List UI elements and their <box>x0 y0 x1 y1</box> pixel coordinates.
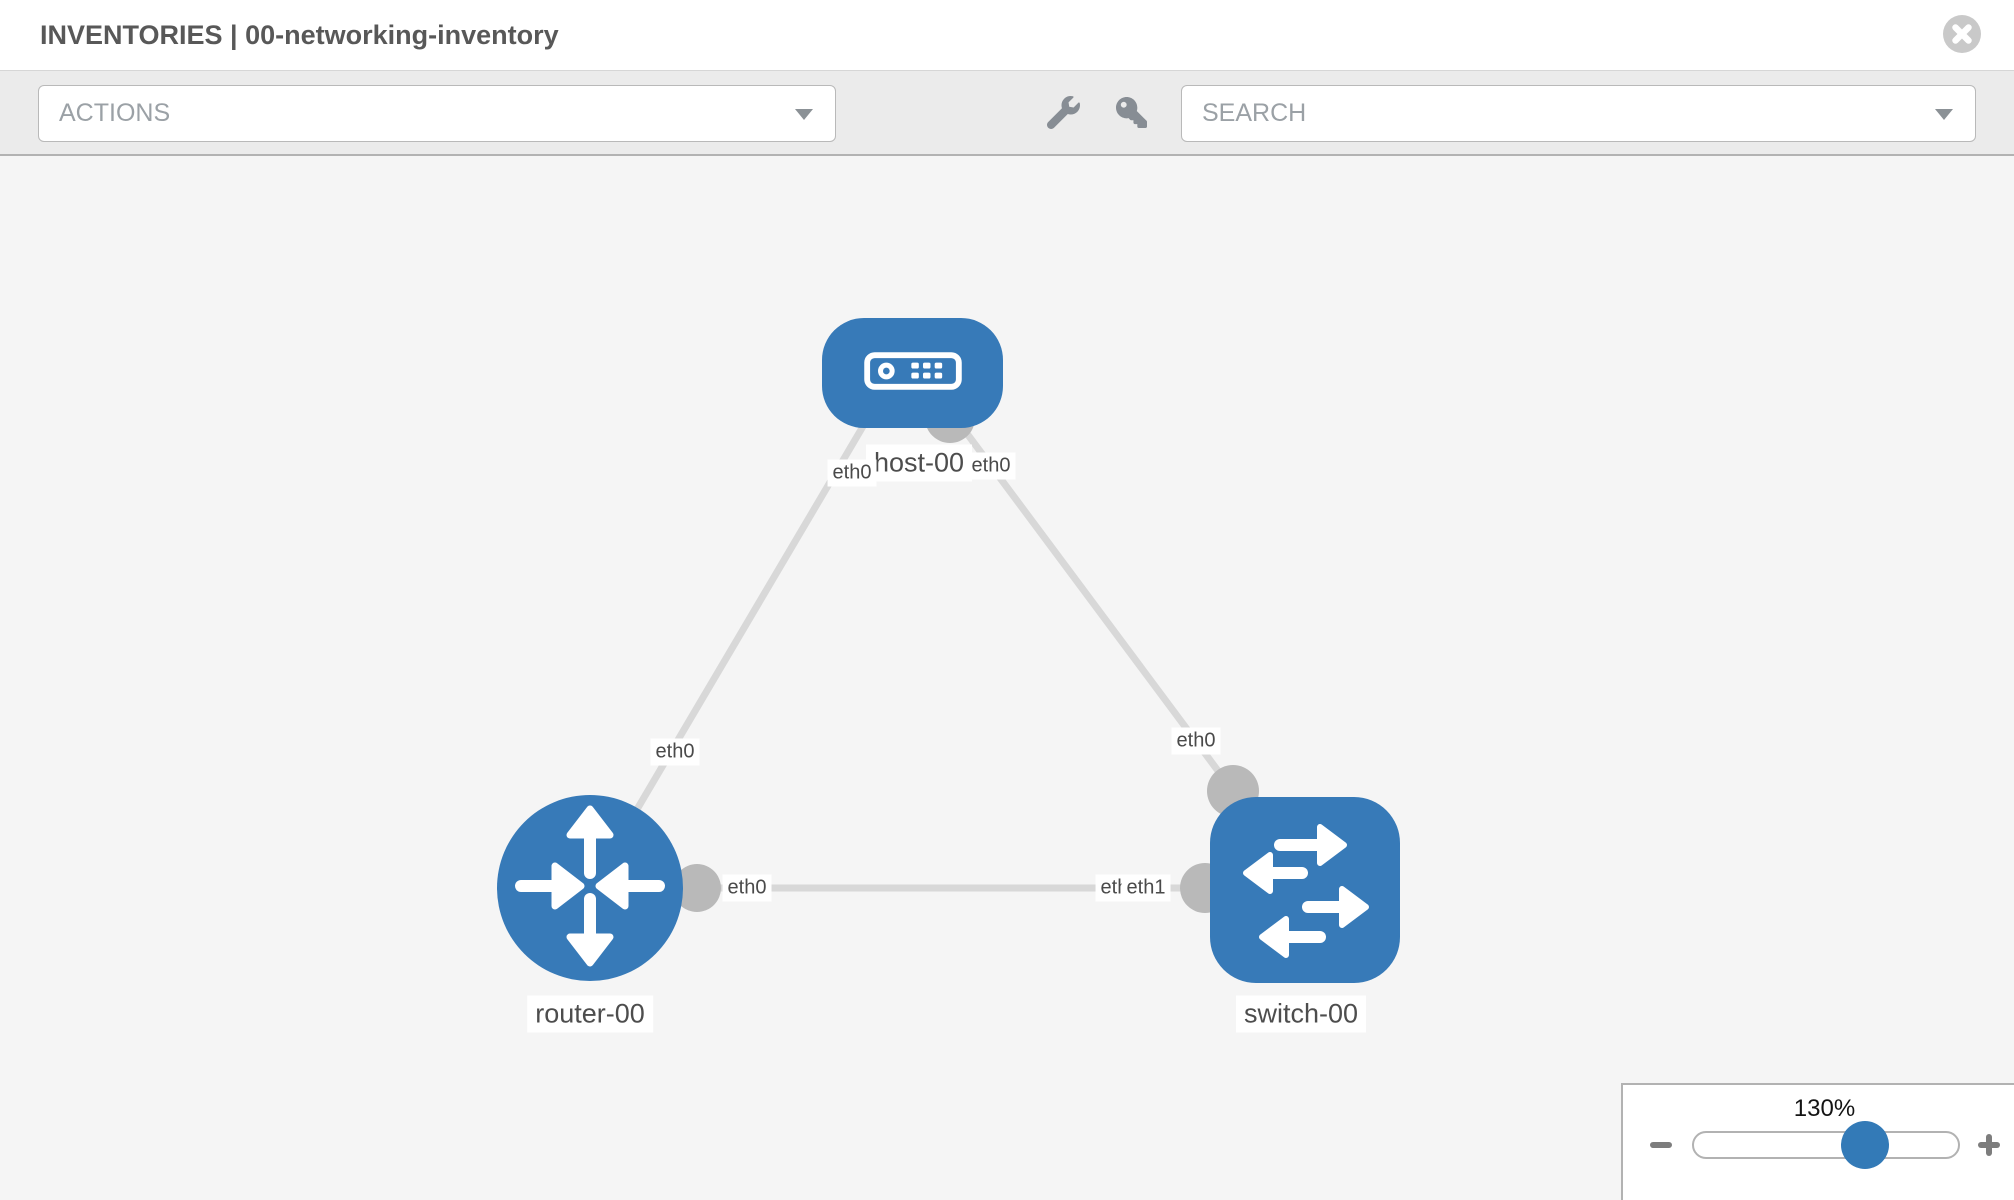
host-icon <box>863 348 963 399</box>
interface-label-router-eth0-to-switch: eth0 <box>722 874 772 902</box>
node-router-00[interactable] <box>497 795 683 981</box>
close-icon <box>1943 15 1981 56</box>
interface-label-switch-eth0-to-host: eth0 <box>1171 727 1221 755</box>
zoom-slider-track[interactable] <box>1692 1131 1960 1159</box>
zoom-out-button[interactable] <box>1641 1125 1681 1165</box>
page-title: INVENTORIES | 00-networking-inventory <box>40 20 559 50</box>
zoom-panel: 130% <box>1621 1083 2014 1200</box>
interface-label-router-eth0-to-host: eth0 <box>650 738 700 766</box>
close-button[interactable] <box>1943 15 1981 53</box>
tools-button[interactable] <box>1036 71 1090 157</box>
node-switch-00[interactable] <box>1210 797 1400 983</box>
header: INVENTORIES | 00-networking-inventory <box>0 0 2014 70</box>
toolbar: ACTIONS SEARCH <box>0 70 2014 156</box>
actions-dropdown[interactable]: ACTIONS <box>38 85 836 142</box>
minus-icon <box>1650 1142 1672 1148</box>
actions-dropdown-label: ACTIONS <box>59 99 171 127</box>
node-label-host: host-00 <box>865 444 973 482</box>
port-router-eth0[interactable] <box>673 864 721 912</box>
topology-canvas[interactable]: host-00 router-00 switch-00 eth0 eth0 et… <box>0 156 2014 1200</box>
search-dropdown[interactable]: SEARCH <box>1181 85 1976 142</box>
credentials-button[interactable] <box>1104 71 1158 157</box>
node-host-00[interactable] <box>822 318 1003 428</box>
interface-label-switch-eth1-to-router: eth1 <box>1121 874 1171 902</box>
key-icon <box>1115 97 1147 131</box>
chevron-down-icon <box>1935 108 1953 120</box>
node-label-switch: switch-00 <box>1235 995 1367 1033</box>
interface-label-host-eth0-to-switch: eth0 <box>966 452 1016 480</box>
zoom-in-button[interactable] <box>1969 1125 2009 1165</box>
interface-label-host-eth0-to-router: eth0 <box>827 459 877 487</box>
node-label-router: router-00 <box>527 995 653 1033</box>
chevron-down-icon <box>795 108 813 120</box>
zoom-slider-thumb[interactable] <box>1841 1121 1889 1169</box>
switch-icon <box>1210 795 1400 986</box>
search-dropdown-label: SEARCH <box>1202 99 1307 127</box>
router-icon <box>497 793 683 984</box>
zoom-level: 130% <box>1793 1095 1856 1122</box>
wrench-icon <box>1046 96 1080 132</box>
